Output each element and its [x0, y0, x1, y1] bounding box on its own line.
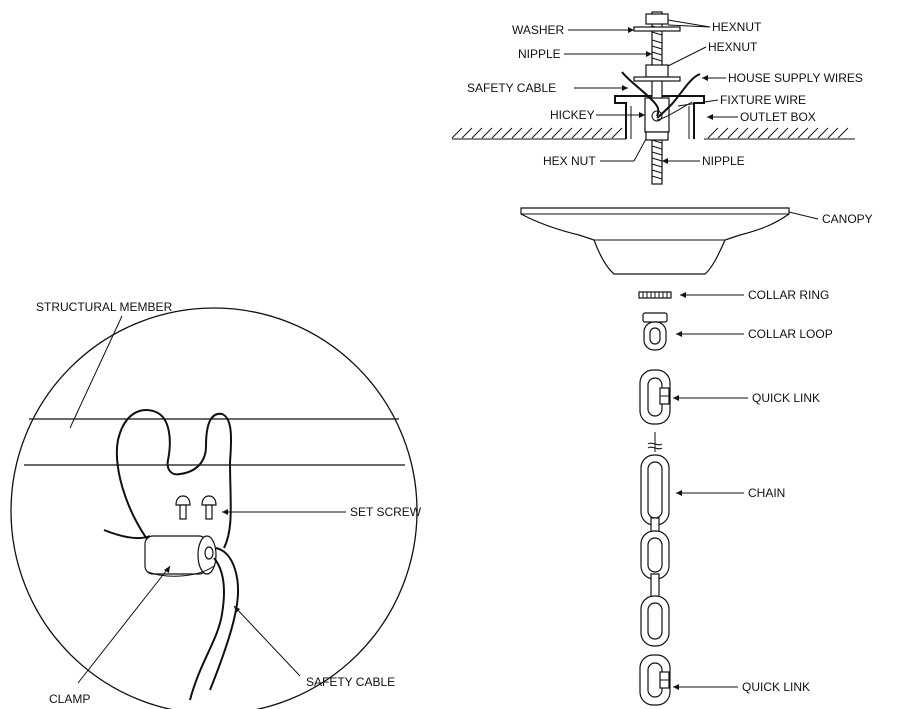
structural-member-leader	[69, 315, 123, 429]
set-screw-2	[201, 495, 217, 520]
washer-arrow	[628, 27, 634, 33]
label-hickey: HICKEY	[550, 108, 595, 122]
label-nipple-bottom: NIPPLE	[702, 154, 745, 168]
label-canopy: CANOPY	[822, 212, 873, 226]
label-chain: CHAIN	[748, 486, 785, 500]
label-outlet-box: OUTLET BOX	[740, 110, 816, 124]
label-hex-nut: HEX NUT	[543, 154, 596, 168]
washer	[633, 26, 681, 32]
label-set-screw: SET SCREW	[350, 505, 422, 519]
ceiling-assembly	[451, 11, 855, 185]
safety-cable-wire	[621, 71, 660, 117]
hexnut-top-leader	[667, 19, 711, 28]
safety-cable-detail-leader	[233, 605, 301, 677]
clamp-hole	[204, 546, 214, 560]
label-washer: WASHER	[512, 23, 565, 37]
canopy-leader	[788, 211, 819, 220]
label-nipple-top: NIPPLE	[518, 47, 561, 61]
chain-break-mark	[647, 442, 663, 446]
canopy	[520, 207, 790, 275]
hexnut-bottom	[645, 131, 669, 141]
mid-washer	[633, 76, 681, 82]
safety-cable-exit-1	[189, 557, 225, 701]
safety-cable-loop	[115, 409, 232, 549]
house-supply-wires	[656, 73, 701, 119]
fixture-wire-leader	[677, 99, 719, 107]
label-collar-ring: COLLAR RING	[748, 288, 829, 302]
ceiling-hatching	[451, 127, 849, 139]
hexnut-mid	[645, 64, 669, 78]
clamp-leader	[77, 565, 171, 684]
quick-link-top	[639, 369, 671, 425]
canopy-body	[520, 207, 790, 275]
label-hexnut-top: HEXNUT	[712, 20, 762, 34]
hickey-hole	[651, 110, 663, 122]
detail-circle	[10, 307, 418, 709]
collar-ring	[638, 291, 672, 299]
hexnut-top	[645, 13, 669, 25]
label-clamp: CLAMP	[49, 692, 90, 706]
label-quick-link-bottom: QUICK LINK	[742, 680, 810, 694]
label-collar-loop: COLLAR LOOP	[748, 327, 833, 341]
label-quick-link-top: QUICK LINK	[752, 391, 820, 405]
quick-link-bottom	[639, 654, 671, 706]
cable-under-clamp	[147, 565, 215, 577]
collar-loop-top	[642, 312, 668, 323]
safety-cable-exit-2	[209, 547, 239, 691]
chain	[640, 432, 670, 647]
label-fixture-wire: FIXTURE WIRE	[720, 93, 806, 107]
safety-cable-detail	[10, 307, 418, 709]
label-structural-member: STRUCTURAL MEMBER	[36, 300, 173, 314]
label-house-supply-wires: HOUSE SUPPLY WIRES	[728, 71, 863, 85]
set-screw-1	[175, 495, 191, 520]
top-leaders	[564, 19, 738, 164]
collar-loop-hole	[649, 327, 661, 345]
label-safety-cable-top: SAFETY CABLE	[467, 81, 556, 95]
label-safety-cable-detail: SAFETY CABLE	[306, 675, 395, 689]
collar-loop	[642, 312, 668, 351]
hexnut-mid-leader	[667, 46, 707, 67]
label-hexnut-mid: HEXNUT	[708, 40, 758, 54]
safety-cable-tail-left	[103, 529, 151, 539]
